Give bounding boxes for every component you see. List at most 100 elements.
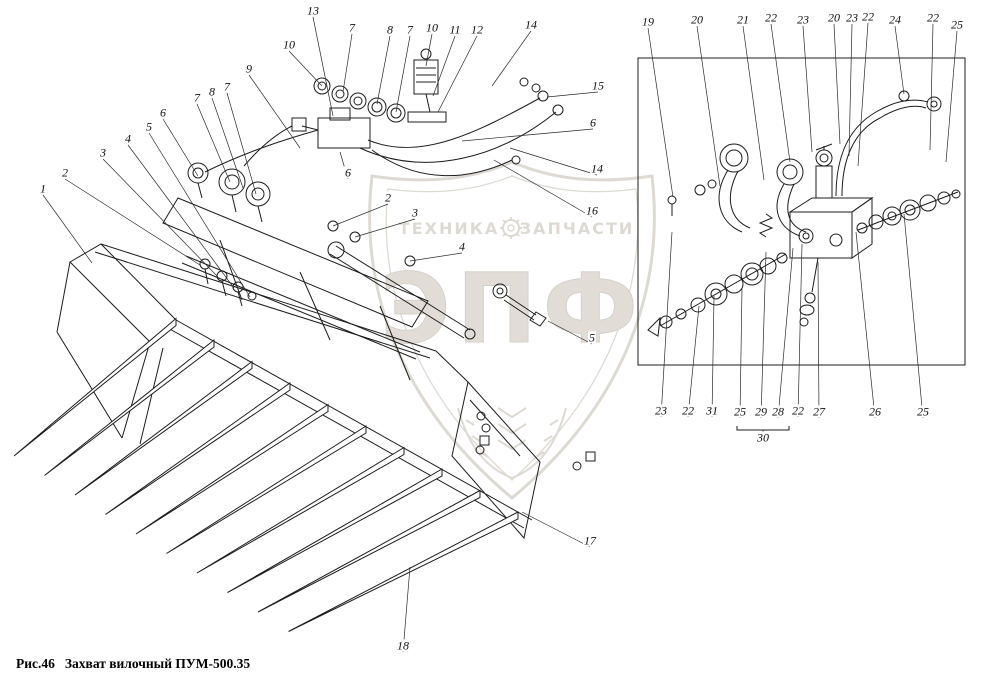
leader-line-6 [163,119,198,176]
callout-label-7: 7 [406,22,414,37]
pivot-brackets [200,221,415,306]
callout-label-2: 2 [384,190,392,205]
callout-label-20: 20 [827,10,841,25]
callout-label-1: 1 [39,181,47,196]
spring [760,214,772,237]
callout-label-6: 6 [159,105,167,120]
left-side-plate [70,244,176,342]
left-support-legs [122,342,163,444]
leader-line-9 [249,75,300,148]
leader-line-25 [946,31,957,162]
callout-label-8: 8 [386,22,394,37]
hydraulic-cylinder [328,242,475,339]
hydraulic-valve-assembly [205,49,446,172]
leader-line-29 [761,252,766,418]
callout-label-25: 25 [916,404,930,419]
watermark-word-left: ТЕХНИКА [399,219,499,238]
leader-line-23 [661,232,672,417]
callout-label-24: 24 [888,12,902,27]
callout-label-20: 20 [690,12,704,27]
callout-label-10: 10 [282,37,296,52]
top-valve [816,144,832,198]
leader-line-1 [43,195,92,263]
leader-line-8 [377,36,390,104]
leader-line-4 [128,145,234,288]
leader-line-5 [548,321,592,344]
leader-line-8 [212,98,243,188]
callout-label-14: 14 [590,161,604,176]
callout-label-14: 14 [524,17,538,32]
leader-line-7 [227,93,256,194]
right-support-plate [452,382,540,538]
callout-label-25: 25 [733,404,747,419]
fork-grab-assembly [14,49,595,632]
leader-line-24 [895,26,904,94]
leader-line-19 [648,28,673,197]
hydraulic-hoses [360,78,563,176]
callout-label-3: 3 [411,205,419,220]
leader-line-17 [522,512,590,547]
leader-line-7 [343,34,352,92]
callout-label-22: 22 [861,9,875,24]
valve-block [790,198,872,258]
figure-caption: Рис.46 Захват вилочный ПУМ-500.35 [16,656,250,672]
callout-label-31: 31 [705,403,719,418]
leader-line-4 [410,253,462,261]
callout-label-4: 4 [124,131,132,146]
leader-line-23 [803,26,812,152]
callout-label-4: 4 [458,239,466,254]
leader-line-25 [904,214,923,418]
gear-icon [500,217,522,239]
leader-line-6 [462,129,593,141]
leader-line-20 [834,24,840,144]
callout-label-22: 22 [791,403,805,418]
callout-label-27: 27 [812,404,826,419]
callout-label-11: 11 [448,22,462,37]
leader-line-10 [426,34,432,66]
callout-label-12: 12 [470,22,484,37]
leader-line-14 [492,31,531,86]
figure-title: Захват вилочный ПУМ-500.35 [64,656,251,671]
callout-label-7: 7 [193,90,201,105]
leader-line-15 [547,92,598,97]
callout-label-25: 25 [950,17,964,32]
callout-label-22: 22 [764,10,778,25]
leader-line-27 [818,262,819,418]
braces [220,240,468,382]
leader-line-22 [858,23,868,166]
callout-label-23: 23 [654,403,668,418]
figure-number: Рис.46 [16,656,55,671]
leader-line-23 [849,24,852,156]
callout-label-9: 9 [245,61,253,76]
leader-line-25 [740,288,742,418]
leader-line-3 [355,219,415,237]
leader-line-13 [313,17,333,116]
leader-line-22 [688,306,699,417]
leader-line-21 [743,26,764,180]
small-fasteners [477,412,595,470]
callout-label-29: 29 [754,404,768,419]
leader-line-20 [697,26,720,186]
callout-label-10: 10 [425,20,439,35]
callout-label-5: 5 [588,330,596,345]
watermark-shield-inner [386,176,637,480]
callout-label-3: 3 [99,145,107,160]
clamp-rings [188,163,270,222]
detail-view [638,58,965,434]
leader-line-11 [433,36,455,96]
leader-line-5 [149,133,250,297]
callout-label-18: 18 [396,638,410,653]
callout-label-23: 23 [845,10,859,25]
callout-label-2: 2 [61,165,69,180]
callout-label-6: 6 [344,165,352,180]
detail-box-frame [638,58,965,365]
watermark-monogram: ЭПФ [380,253,644,365]
leader-lines [43,17,957,652]
watermark-shield-outer [370,162,655,498]
callout-label-16: 16 [585,203,599,218]
callout-label-28: 28 [771,404,785,419]
callout-label-22: 22 [681,403,695,418]
leader-line-14 [510,148,597,175]
leader-line-2 [333,204,388,226]
